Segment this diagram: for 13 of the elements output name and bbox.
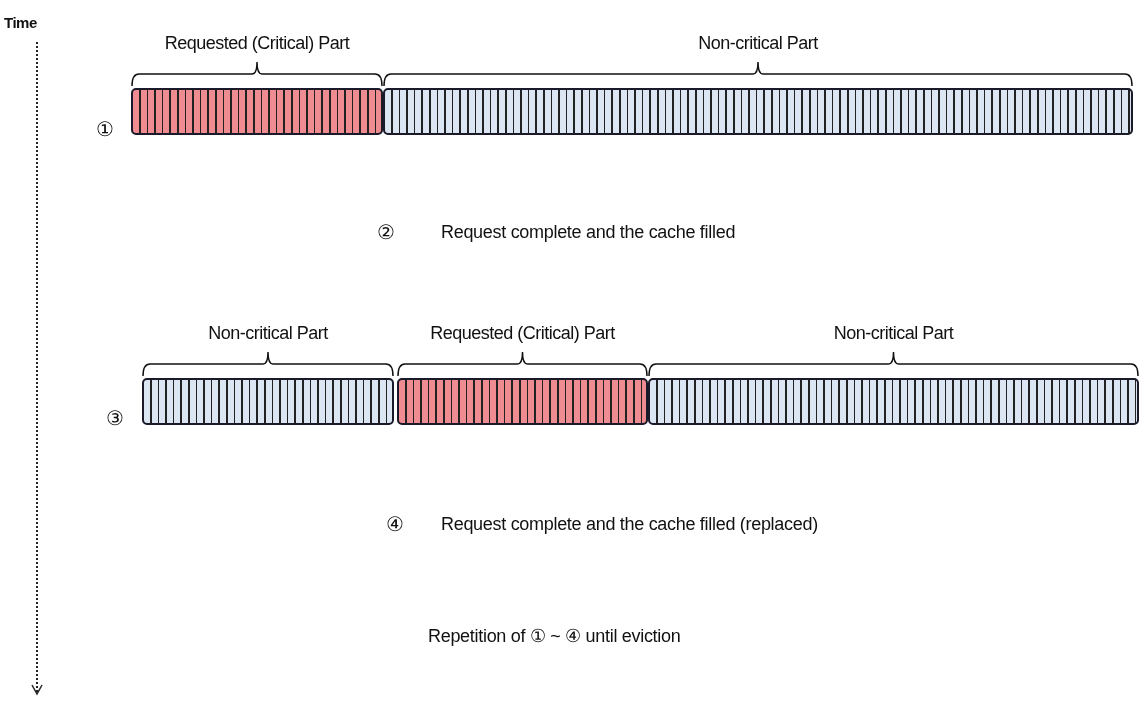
part-label: Requested (Critical) Part: [430, 322, 615, 345]
part-label: Non-critical Part: [698, 32, 818, 55]
part-label: Non-critical Part: [208, 322, 328, 345]
step-number: ②: [377, 220, 395, 245]
part-label: Non-critical Part: [833, 322, 954, 345]
step-description: Request complete and the cache filled: [441, 221, 736, 244]
step-number: ④: [386, 512, 404, 537]
step-number: ①: [96, 117, 114, 142]
step-description: Request complete and the cache filled (replaced): [441, 513, 818, 536]
step-number: ③: [106, 406, 124, 431]
axis-label: Time: [4, 13, 37, 33]
part-label: Requested (Critical) Part: [164, 32, 350, 55]
note-text: Repetition of ① ~ ④ until eviction: [428, 625, 681, 648]
